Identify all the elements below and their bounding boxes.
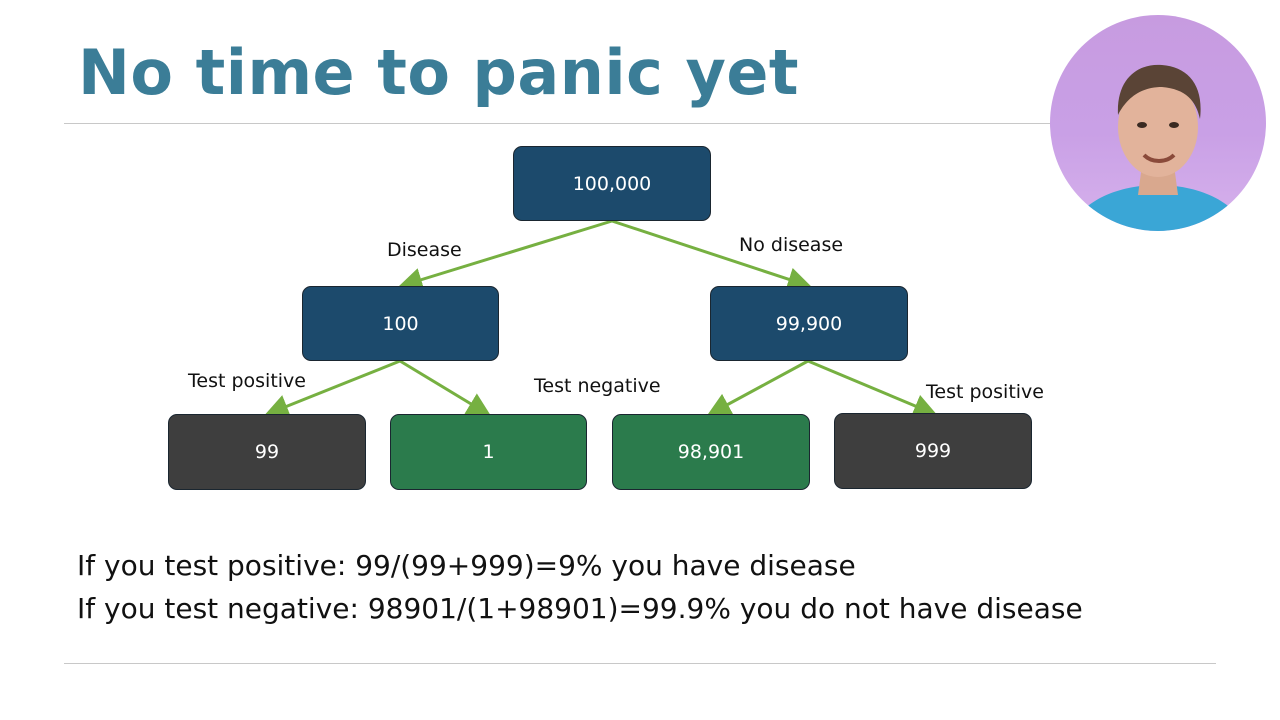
disease-positive-node: 99: [168, 414, 366, 490]
label-test-negative: Test negative: [534, 375, 661, 397]
label-no-disease: No disease: [739, 234, 844, 256]
title-divider: [64, 123, 1216, 124]
label-disease: Disease: [387, 239, 462, 261]
disease-node: 100: [302, 286, 499, 361]
footer-divider: [64, 663, 1216, 664]
slide-title: No time to panic yet: [78, 36, 800, 109]
nodisease-positive-node: 999: [834, 413, 1032, 489]
edge-root-no-disease: [611, 219, 812, 291]
edge-nodisease-negative: [706, 359, 809, 416]
conclusion-positive: If you test positive: 99/(99+999)=9% you…: [77, 549, 856, 582]
edge-nodisease-positive: [807, 359, 938, 418]
nodisease-negative-node: 98,901: [612, 414, 810, 490]
presenter-avatar-icon: [1070, 64, 1246, 231]
conclusion-negative: If you test negative: 98901/(1+98901)=99…: [77, 592, 1083, 625]
edge-disease-positive: [264, 359, 401, 418]
edge-disease-negative: [399, 359, 492, 417]
presenter-webcam: [1050, 15, 1266, 231]
root-node: 100,000: [513, 146, 711, 221]
label-test-positive-right: Test positive: [926, 381, 1044, 403]
edge-root-disease: [398, 219, 613, 292]
no-disease-node: 99,900: [710, 286, 908, 361]
disease-negative-node: 1: [390, 414, 587, 490]
label-test-positive-left: Test positive: [188, 370, 306, 392]
